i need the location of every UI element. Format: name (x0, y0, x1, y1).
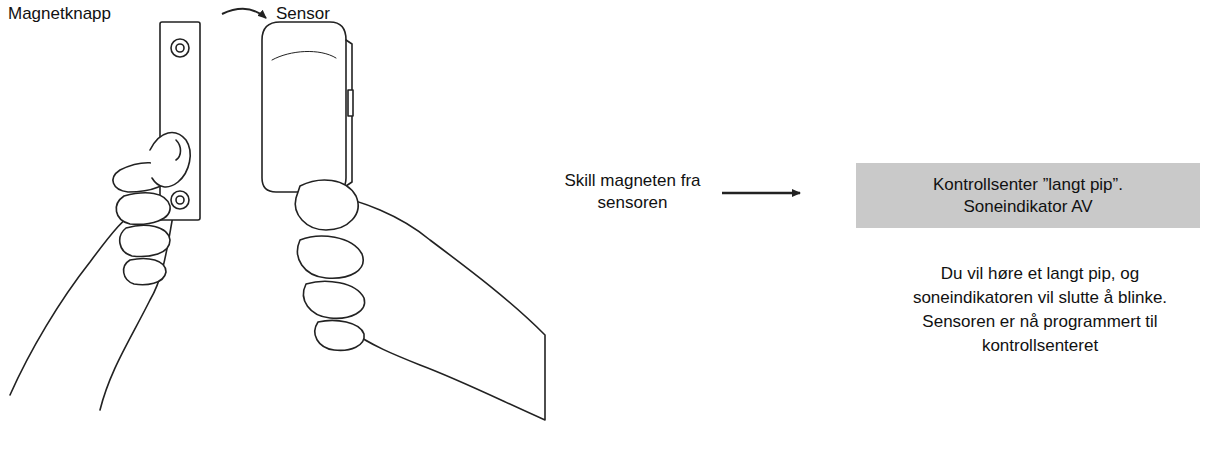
finger (124, 259, 166, 285)
part-name: Sensor (276, 3, 376, 25)
left-hand (10, 200, 175, 410)
finger (120, 225, 170, 256)
box-text: Kontrollsenter ”langt pip”. Soneindikato… (903, 174, 1153, 218)
finger (116, 193, 170, 225)
result-arrow (722, 192, 800, 195)
finger (298, 236, 364, 278)
move-arrow (222, 9, 266, 18)
sensor-body (262, 22, 346, 192)
thumb (150, 133, 190, 187)
magnet-strip (160, 22, 200, 220)
magnet-screw (171, 39, 189, 57)
thumb (295, 180, 358, 230)
finger (315, 321, 364, 351)
note-text: Du vil høre et langt pip, og soneindikat… (890, 262, 1190, 358)
sensor-led (348, 90, 353, 116)
instruction-text: Skill magneten fra sensoren (545, 170, 720, 214)
finger (303, 281, 364, 318)
result-box: Kontrollsenter ”langt pip”. Soneindikato… (856, 163, 1200, 228)
magnet-screw (171, 191, 189, 209)
part-name: Magnetknapp (8, 3, 148, 25)
